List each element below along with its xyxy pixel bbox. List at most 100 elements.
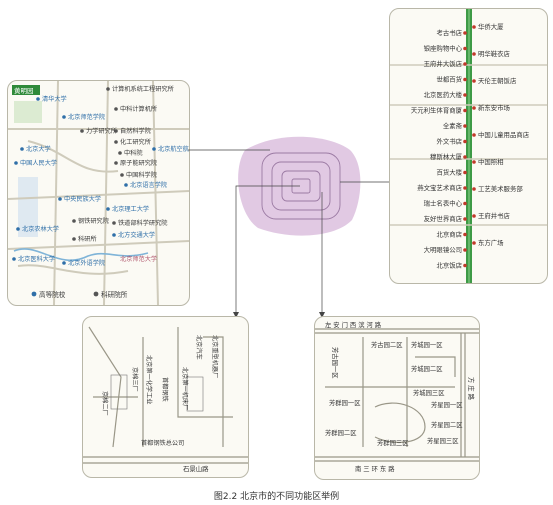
shop-right-marker bbox=[472, 52, 476, 56]
industrial-roads bbox=[83, 326, 248, 464]
shop-left-marker bbox=[463, 155, 467, 159]
residential-labels: 左 安 门 西 滨 河 路 南 三 环 东 路 方 庄 路 芳古园一区 芳古园二… bbox=[325, 320, 476, 473]
legend-university-label: 高等院校 bbox=[39, 290, 66, 299]
shop-left-marker bbox=[463, 124, 467, 128]
label-beida: 北京大学 bbox=[26, 145, 51, 153]
cross-streets bbox=[390, 64, 547, 226]
figure-caption: 图2.2 北京市的不同功能区举例 bbox=[213, 492, 340, 502]
connector-arrows bbox=[233, 312, 325, 318]
shop-right-label: 中国照相 bbox=[478, 157, 504, 166]
shop-left-label: 考古书店 bbox=[436, 28, 462, 37]
label-qinghua: 清华大学 bbox=[42, 95, 67, 103]
label-zhongyang-min: 中央民族大学 bbox=[64, 195, 101, 203]
label-yuanzi: 原子能研究院 bbox=[120, 159, 157, 167]
shop-left-marker bbox=[463, 232, 467, 237]
label-fangxing-2: 芳星园二区 bbox=[431, 420, 462, 429]
shop-right-label: 东方广场 bbox=[478, 238, 504, 247]
shop-right-label: 天伦王朝饭店 bbox=[478, 76, 517, 85]
label-shougang-zong: 首都钢铁总公司 bbox=[141, 439, 184, 447]
shop-left-marker bbox=[463, 248, 467, 252]
shop-left-label: 穆斯林大厦 bbox=[430, 152, 463, 161]
shop-right-label: 王府井书店 bbox=[478, 211, 511, 220]
shop-left-label: 银座购物中心 bbox=[424, 44, 463, 53]
label-ligong: 北京理工大学 bbox=[112, 205, 149, 213]
label-right-road: 方 庄 路 bbox=[467, 377, 476, 401]
campus-area bbox=[18, 177, 38, 237]
shop-left-label: 大明眼镜公司 bbox=[424, 245, 462, 254]
legend-research-marker bbox=[93, 291, 99, 297]
shop-right-marker bbox=[472, 214, 476, 218]
university-markers bbox=[12, 97, 156, 265]
legend: 高等院校 科研院所 bbox=[31, 290, 128, 299]
label-waiyu: 北京外语学院 bbox=[68, 259, 105, 267]
commercial-street-map: 考古书店银座购物中心王府井大饭店世都百货北京医药大楼天元利生体育商厦全素斋外文书… bbox=[389, 8, 548, 284]
shop-left-marker bbox=[463, 186, 467, 190]
label-top-road: 左 安 门 西 滨 河 路 bbox=[325, 320, 382, 329]
shop-left-label: 北京商店 bbox=[436, 230, 462, 239]
label-bottom-road: 南 三 环 东 路 bbox=[355, 464, 395, 473]
label-jingmian-3: 京棉三厂 bbox=[131, 367, 139, 392]
label-fangqun-3: 芳群园三区 bbox=[377, 438, 408, 447]
university-map-svg: 黄明园 清华大学 计算机系统工程研究所 中科计算机所 北京师范学院 力学研究所 … bbox=[8, 81, 189, 305]
label-shida: 北京师范学院 bbox=[68, 113, 105, 121]
shop-left-label: 燕文宝艺术商店 bbox=[417, 183, 462, 192]
shop-left-label: 百货大楼 bbox=[436, 168, 462, 177]
label-yike: 北京医科大学 bbox=[18, 255, 55, 263]
label-fangxing-3: 芳星园三区 bbox=[427, 436, 458, 445]
residential-district-map: 左 安 门 西 滨 河 路 南 三 环 东 路 方 庄 路 芳古园一区 芳古园二… bbox=[314, 316, 480, 480]
label-huagong: 化工研究所 bbox=[120, 138, 151, 146]
label-jisuanji: 计算机系统工程研究所 bbox=[112, 85, 174, 93]
label-fangcheng-3: 芳城园三区 bbox=[413, 388, 444, 397]
shop-left-marker bbox=[463, 93, 467, 97]
institute-markers bbox=[72, 87, 124, 241]
shop-right-label: 明华鞋衣店 bbox=[478, 49, 511, 58]
label-shifan: 北京师范大学 bbox=[120, 255, 157, 263]
shop-left-label: 天元利生体育商厦 bbox=[411, 106, 463, 115]
shop-right-marker bbox=[472, 160, 476, 164]
label-shougang: 首都钢铁 bbox=[161, 377, 169, 402]
shops-left: 考古书店银座购物中心王府井大饭店世都百货北京医药大楼天元利生体育商厦全素斋外文书… bbox=[411, 28, 467, 270]
label-lixue: 力学研究所 bbox=[86, 127, 117, 135]
shop-left-marker bbox=[463, 62, 467, 66]
residential-roads bbox=[315, 328, 479, 462]
label-zhongke: 中科计算机所 bbox=[120, 105, 157, 113]
label-gangtie: 钢铁研究院 bbox=[78, 217, 109, 225]
river bbox=[13, 248, 149, 262]
connector-lines bbox=[188, 149, 389, 316]
shop-left-label: 全素斋 bbox=[443, 121, 463, 130]
shop-right-marker bbox=[472, 187, 476, 191]
shop-left-marker bbox=[463, 139, 467, 144]
factory-block-1 bbox=[110, 374, 128, 410]
label-jiaotong: 北方交通大学 bbox=[118, 231, 155, 239]
industrial-map-svg: 京棉二厂 北京第一化学工业 京棉三厂 北京汽车 首都钢铁 首都钢铁总公司 北京重… bbox=[83, 326, 248, 473]
shop-left-label: 北京饭店 bbox=[436, 261, 462, 270]
label-yuyan: 北京语言学院 bbox=[130, 181, 167, 189]
university-district-map: 黄明园 清华大学 计算机系统工程研究所 中科计算机所 北京师范学院 力学研究所 … bbox=[7, 80, 190, 306]
label-fangqun-1: 芳群园一区 bbox=[329, 398, 360, 407]
park-area bbox=[14, 101, 42, 123]
label-ziran: 自然科学院 bbox=[120, 127, 151, 135]
shop-left-marker bbox=[463, 217, 467, 221]
shop-left-label: 王府井大饭店 bbox=[424, 59, 463, 68]
shop-left-marker bbox=[463, 201, 467, 206]
shop-right-label: 华侨大厦 bbox=[478, 22, 504, 31]
legend-university-marker bbox=[31, 291, 37, 297]
shop-left-marker bbox=[463, 77, 467, 82]
shop-left-label: 北京医药大楼 bbox=[424, 90, 463, 99]
shop-right-marker bbox=[472, 106, 476, 110]
shop-left-marker bbox=[463, 46, 467, 51]
label-beihang: 北京航空航天大学 bbox=[158, 145, 189, 153]
label-zhongji: 北京重型机器厂 bbox=[211, 335, 219, 378]
label-qiche: 北京汽车 bbox=[195, 335, 203, 360]
residential-map-svg: 左 安 门 西 滨 河 路 南 三 环 东 路 方 庄 路 芳古园一区 芳古园二… bbox=[315, 320, 479, 473]
shop-left-label: 外文书店 bbox=[436, 137, 462, 146]
label-fangqun-2: 芳群园二区 bbox=[325, 428, 356, 437]
shop-left-marker bbox=[463, 31, 467, 35]
label-jingmian-2: 京棉二厂 bbox=[101, 391, 109, 416]
label-huaxue: 北京第一化学工业 bbox=[145, 355, 153, 405]
shops-right: 华侨大厦明华鞋衣店天伦王朝饭店新东安市场中国儿童用品商店中国照相工艺美术服务部王… bbox=[472, 22, 530, 247]
label-fangcheng-1: 芳城园一区 bbox=[411, 340, 442, 349]
label-zhongkeyuan: 中科院 bbox=[124, 149, 143, 157]
shop-left-marker bbox=[463, 108, 467, 113]
industrial-labels: 京棉二厂 北京第一化学工业 京棉三厂 北京汽车 首都钢铁 首都钢铁总公司 北京重… bbox=[101, 335, 219, 473]
